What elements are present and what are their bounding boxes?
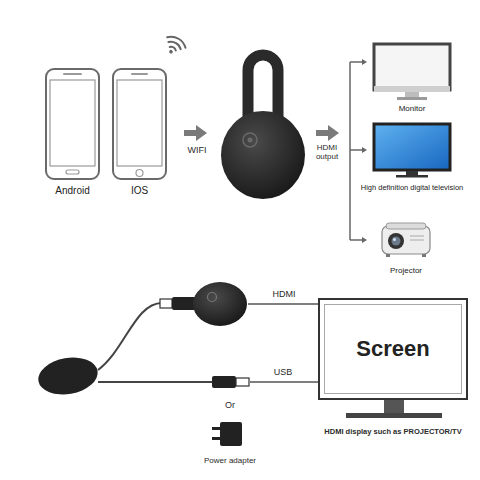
projector-illustration	[382, 223, 430, 257]
usb-wire	[250, 381, 318, 383]
screen-title: Screen	[356, 336, 429, 361]
dongle-illustration	[243, 133, 257, 147]
device-label: High definition digital television	[357, 184, 467, 193]
cable-wire	[98, 381, 212, 383]
tv-illustration	[374, 124, 450, 178]
device-label: Android	[38, 185, 108, 197]
usb-connector-illustration	[35, 353, 100, 399]
output-bracket	[362, 147, 367, 153]
usb-plug-illustration	[212, 376, 249, 388]
device-label: Monitor	[377, 104, 447, 113]
wifi-symbol	[169, 49, 174, 54]
tv-illustration	[396, 175, 428, 178]
dongle-illustration	[221, 55, 305, 199]
phone-box: IOS	[112, 68, 167, 180]
caption-text: HDMI display such as PROJECTOR/TV	[315, 428, 471, 437]
dongle-illustration	[221, 111, 305, 199]
annotation-label: Or	[215, 400, 245, 410]
hdmi-plug-illustration	[172, 297, 196, 310]
output-bracket	[362, 59, 367, 65]
ios-phone-detail	[136, 170, 143, 177]
annotation-label: WIFI	[177, 145, 217, 155]
flow-arrow	[184, 125, 207, 141]
device-label: IOS	[115, 185, 165, 197]
dongle-illustration	[248, 55, 278, 120]
monitor-illustration	[374, 86, 450, 92]
tv-illustration	[374, 124, 450, 170]
projector-illustration	[386, 254, 390, 257]
power-adapter-illustration	[212, 422, 242, 446]
annotation-label: USB	[263, 367, 303, 377]
projector-illustration	[393, 238, 396, 241]
android-phone-detail	[50, 74, 95, 174]
dongle-illustration	[193, 282, 247, 326]
screen-stand	[346, 400, 442, 418]
cable-wire	[98, 303, 212, 382]
android-phone-detail	[66, 170, 79, 174]
output-bracket	[349, 62, 351, 240]
monitor-illustration	[374, 44, 450, 90]
projector-device: Projector	[376, 220, 436, 262]
output-bracket	[350, 61, 362, 63]
ios-phone-detail	[117, 80, 162, 166]
wifi-symbol	[167, 33, 188, 47]
usb-connector-illustration	[35, 353, 100, 399]
ios-phone-detail	[132, 73, 147, 75]
annotation-label: HDMI output	[312, 143, 342, 161]
output-bracket	[362, 237, 367, 243]
monitor-device: Monitor	[372, 42, 452, 100]
screen-stand	[384, 400, 404, 414]
projector-illustration	[388, 233, 404, 249]
projector-illustration	[422, 254, 426, 257]
projector-illustration	[410, 236, 424, 237]
annotation-label: Power adapter	[190, 456, 270, 465]
dongle-illustration	[208, 293, 217, 302]
tv-illustration	[406, 171, 418, 175]
android-phone-detail	[64, 73, 81, 75]
wifi-symbol	[161, 33, 188, 58]
hdmi-plug-illustration	[160, 297, 196, 310]
phone-box: Android	[45, 68, 100, 180]
output-bracket	[350, 59, 367, 243]
monitor-illustration	[374, 44, 450, 100]
device-label: Projector	[371, 266, 441, 275]
output-bracket	[350, 149, 362, 151]
android-phone-detail	[50, 80, 95, 166]
projector-illustration	[386, 223, 426, 229]
screen-box: Screen	[318, 298, 468, 400]
projector-illustration	[410, 240, 424, 241]
hdmi-wire	[248, 303, 318, 305]
hdmi-plug-illustration	[160, 299, 172, 308]
dongle-illustration	[248, 138, 253, 143]
ios-phone-detail	[117, 74, 162, 177]
power-adapter-illustration	[212, 437, 220, 440]
output-bracket	[350, 239, 362, 241]
projector-illustration	[382, 226, 430, 254]
power-adapter-illustration	[220, 422, 242, 446]
projector-illustration	[392, 237, 401, 246]
power-adapter-illustration	[212, 427, 220, 430]
monitor-illustration	[397, 97, 427, 100]
cable-wire	[98, 303, 162, 370]
screen-stand	[346, 413, 442, 418]
tv-device: High definition digital television	[372, 122, 452, 178]
annotation-label: HDMI	[264, 289, 304, 299]
flow-arrow	[316, 125, 339, 141]
dongle-illustration	[193, 282, 247, 326]
wifi-symbol	[170, 46, 177, 51]
usb-plug-illustration	[236, 378, 249, 386]
usb-plug-illustration	[212, 376, 236, 388]
